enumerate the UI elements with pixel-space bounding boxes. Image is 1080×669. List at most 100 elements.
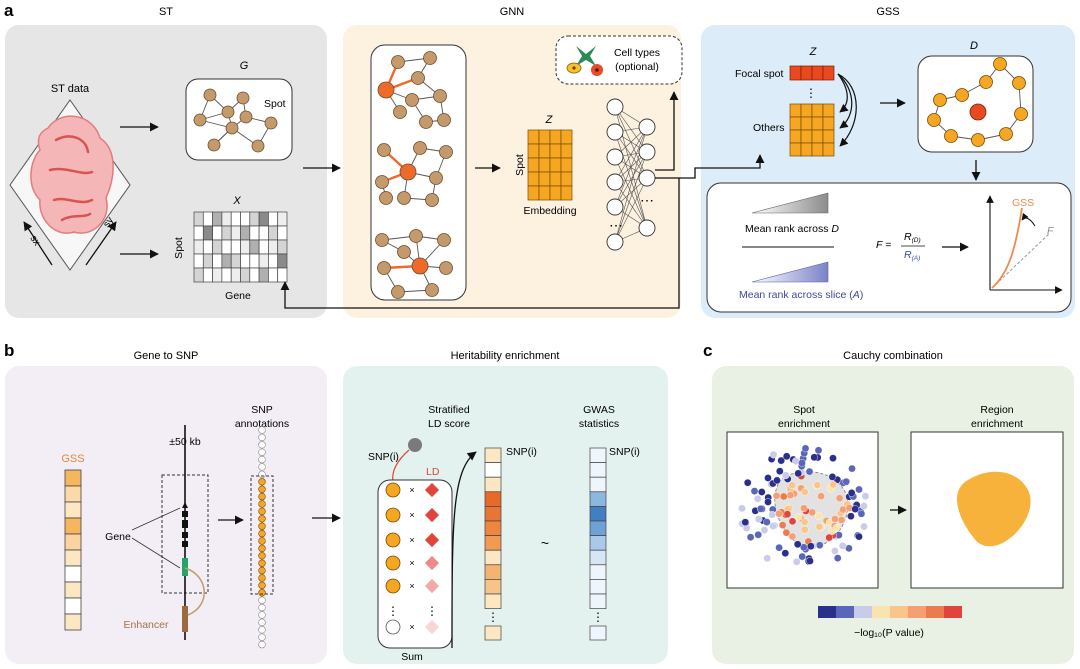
spot-dot xyxy=(810,453,819,462)
others-cell xyxy=(822,142,835,157)
matrix-x-gene-label: Gene xyxy=(225,290,251,302)
heritability-title: Heritability enrichment xyxy=(451,350,560,362)
gwas-line1: GWAS xyxy=(583,404,615,416)
ld-score-cell xyxy=(484,535,502,551)
spot-label: Spot xyxy=(264,98,286,110)
gnn-node xyxy=(377,143,391,157)
snp-annotated xyxy=(258,515,266,523)
embedding-z-label: Z xyxy=(545,114,554,126)
others-cell xyxy=(789,116,802,131)
mean-rank-a-var: A xyxy=(852,289,860,301)
cell-type-icons xyxy=(566,46,603,76)
ld-score-cell xyxy=(484,520,502,536)
others-matrix xyxy=(789,103,835,157)
spot-dot xyxy=(825,533,834,542)
gwas-cell xyxy=(589,579,607,595)
d-node xyxy=(999,127,1013,141)
snp-annotated xyxy=(258,574,266,582)
spot-dot xyxy=(842,477,851,486)
gnn-node xyxy=(437,233,451,247)
legend-swatch xyxy=(836,606,854,618)
spot-dot xyxy=(848,464,856,473)
enriched-region xyxy=(956,471,1031,547)
decoder-network xyxy=(606,98,656,251)
spot-dot xyxy=(782,452,791,461)
gnn-node xyxy=(397,245,411,259)
ld-weight xyxy=(424,532,440,548)
d-node xyxy=(933,93,947,107)
spot-dot xyxy=(764,498,772,506)
spot-dot xyxy=(805,467,814,476)
spot-dot xyxy=(806,557,814,565)
spot-dot xyxy=(808,508,817,517)
matrix-cell xyxy=(240,225,251,241)
embedding-cell xyxy=(549,157,562,173)
spot-dot xyxy=(847,512,855,521)
spot-dot xyxy=(793,540,802,549)
spot-dot xyxy=(769,450,778,459)
gnn-node xyxy=(411,71,425,85)
gnn-title: GNN xyxy=(500,6,525,18)
spot-dot xyxy=(741,518,750,527)
gwas-statistics-column xyxy=(589,447,607,641)
region-enrichment-line1: Region xyxy=(980,404,1013,416)
others-cell xyxy=(789,129,802,144)
gss-reference-line xyxy=(991,232,1051,289)
ld-score-column xyxy=(484,447,502,641)
spot-node xyxy=(239,110,253,124)
spot-dot xyxy=(837,516,846,524)
d-node xyxy=(927,113,941,127)
gss-curve-label: GSS xyxy=(1012,197,1034,209)
spot-dot xyxy=(815,512,823,520)
spot-dot xyxy=(753,494,762,503)
matrix-cell xyxy=(221,239,232,255)
gene-pointer-1 xyxy=(131,507,181,531)
spot-dot xyxy=(794,469,803,478)
gss-gene-cell xyxy=(64,485,82,503)
matrix-cell xyxy=(212,211,223,227)
spot-dot xyxy=(783,510,792,519)
spot-dot xyxy=(798,459,806,467)
ld-score-cell xyxy=(484,462,502,478)
gnn-node xyxy=(413,141,427,155)
gwas-cell xyxy=(589,535,607,551)
embedding-cell xyxy=(527,129,540,145)
others-cell xyxy=(789,103,802,118)
d-focal-node xyxy=(969,103,987,121)
embedding-cell xyxy=(527,185,540,201)
ld-score-cell xyxy=(484,549,502,566)
gwas-cell xyxy=(589,593,607,609)
matrix-cell xyxy=(277,211,288,227)
gnn-node xyxy=(405,93,419,107)
sum-label: Sum xyxy=(401,651,423,663)
snp-annotated xyxy=(258,537,266,545)
ld-snp-empty xyxy=(385,619,401,635)
embedding-label: Embedding xyxy=(523,205,576,217)
gnn-focal-node xyxy=(411,257,429,275)
embedding-cell xyxy=(549,143,562,159)
spot-dot xyxy=(800,518,809,526)
nnet-input-node xyxy=(606,173,624,191)
stratified-line1: Stratified xyxy=(428,404,470,416)
spot-node xyxy=(193,113,207,127)
enhancer-loop xyxy=(184,567,205,616)
snp-i-focal xyxy=(408,438,422,452)
spot-dot xyxy=(788,481,797,490)
mean-rank-a-end: ) xyxy=(860,289,864,301)
snp-annotated xyxy=(258,485,266,493)
ld-score-cell xyxy=(484,579,502,595)
matrix-cell xyxy=(240,253,251,269)
spot-dot xyxy=(861,492,870,501)
nnet-edge xyxy=(614,151,648,208)
spot-dot xyxy=(814,446,823,455)
arrow-gnn-to-gss xyxy=(655,154,765,179)
spot-dot xyxy=(817,492,825,501)
focal-cell xyxy=(822,65,835,81)
embedding-cell xyxy=(527,171,540,187)
matrix-cell xyxy=(258,253,269,269)
snp-annotated xyxy=(258,544,266,553)
spot-dot xyxy=(775,509,783,518)
gwas-col-vdots: ⋮ xyxy=(592,610,604,624)
spot-dot xyxy=(831,515,839,523)
gnn-node xyxy=(429,171,443,185)
